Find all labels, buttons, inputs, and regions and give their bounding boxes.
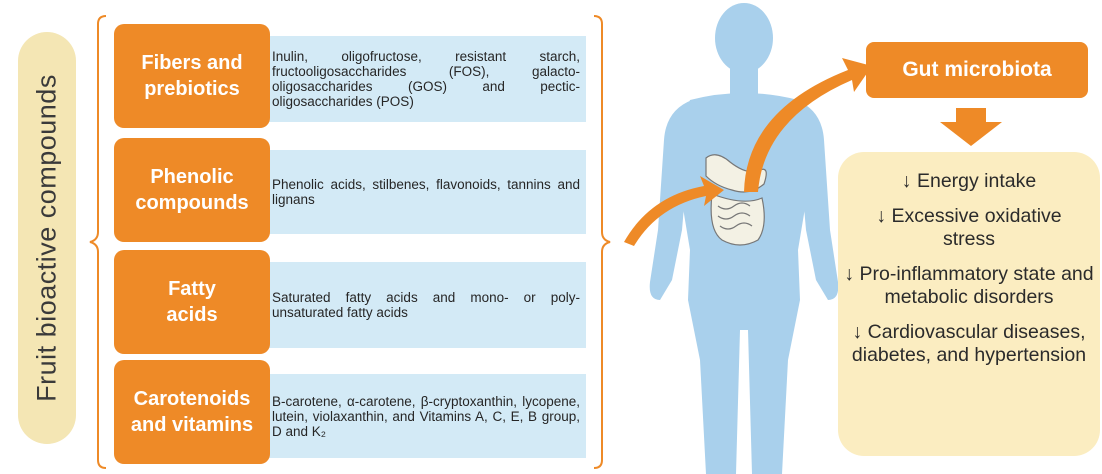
effect-oxidative-stress: ↓ Excessive oxidative stress — [838, 205, 1100, 251]
category-label: Phenolic compounds — [114, 138, 270, 242]
category-label: Fatty acids — [114, 250, 270, 354]
effect-energy-intake: ↓ Energy intake — [838, 170, 1100, 193]
effect-cardiovascular: ↓ Cardiovascular diseases, diabetes, and… — [838, 321, 1100, 367]
effect-pro-inflammatory: ↓ Pro-inflammatory state and metabolic d… — [838, 263, 1100, 309]
category-label: Carotenoids and vitamins — [114, 360, 270, 464]
down-arrow-icon — [940, 108, 1002, 146]
category-label: Fibers and prebiotics — [114, 24, 270, 128]
gut-microbiota-box: Gut microbiota — [866, 42, 1088, 98]
effects-box: ↓ Energy intake ↓ Excessive oxidative st… — [838, 152, 1100, 456]
